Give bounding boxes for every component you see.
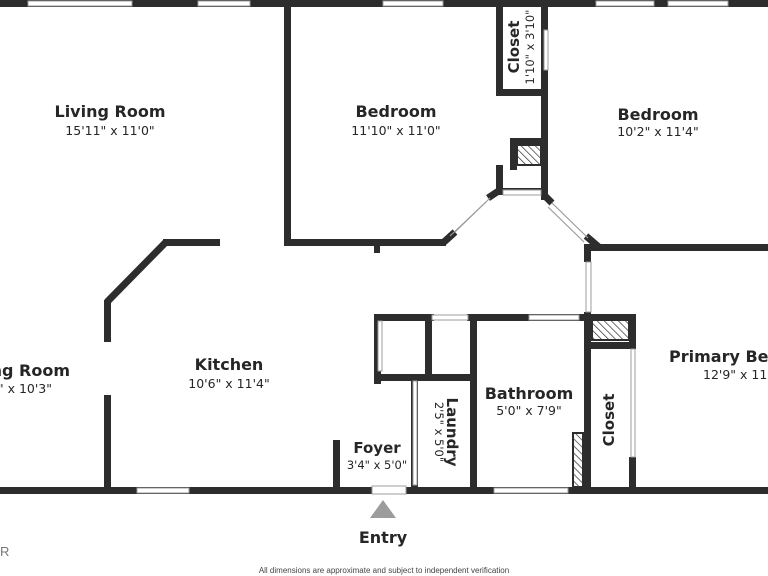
room-dims-foyer: 3'4" x 5'0" [347,458,407,472]
room-name-bedroom-2: Bedroom [617,105,698,124]
window [197,0,251,7]
room-name-living-room: Living Room [55,102,166,121]
room-name-bedroom: Bedroom [355,102,436,121]
room-name-primary-bedroom: Primary Bed [669,347,768,366]
room-dims-bedroom: 11'10" x 11'0" [351,123,440,138]
room-name-kitchen: Kitchen [195,355,264,374]
entry-arrow-icon [370,500,396,518]
utility-hatch [516,144,542,166]
window [630,348,636,458]
window [382,0,444,7]
room-name-foyer: Foyer [353,439,401,457]
room-dims-bathroom: 5'0" x 7'9" [496,403,562,418]
window [431,314,469,321]
disclaimer-text: All dimensions are approximate and subje… [258,566,510,575]
utility-hatch [572,432,584,488]
brand-logo-fragment: R [0,544,10,559]
window [412,380,418,486]
window [27,0,133,7]
window [595,0,655,7]
hall-doorways [449,189,589,243]
window [377,320,383,372]
room-dims-living-room: 15'11" x 11'0" [65,123,154,138]
window [493,487,569,494]
window [528,314,580,321]
window [543,29,549,71]
room-dims-bedroom-2: 10'2" x 11'4" [617,124,698,139]
window [585,261,592,313]
room-name-closet-bottom: Closet [600,394,618,447]
room-name-closet: Closet [505,21,523,74]
walls [0,0,768,494]
window [136,487,190,494]
room-name-bathroom: Bathroom [485,384,574,403]
room-dims-primary-bedroom: 12'9" x 11' [703,367,768,382]
room-dims-kitchen: 10'6" x 11'4" [188,376,269,391]
room-name-laundry: Laundry [443,398,461,467]
room-dims-living-room-2: " x 10'3" [0,381,52,396]
entry-label: Entry [358,528,408,547]
windows [27,0,729,495]
room-dims-closet: 1'10" x 3'10" [523,10,537,85]
entry-door-opening [371,485,407,495]
room-dims-laundry: 2'5" x 5'0" [432,402,446,462]
utility-hatch [591,319,630,341]
room-name-living-room-2: ing Room [0,361,70,380]
window [667,0,729,7]
